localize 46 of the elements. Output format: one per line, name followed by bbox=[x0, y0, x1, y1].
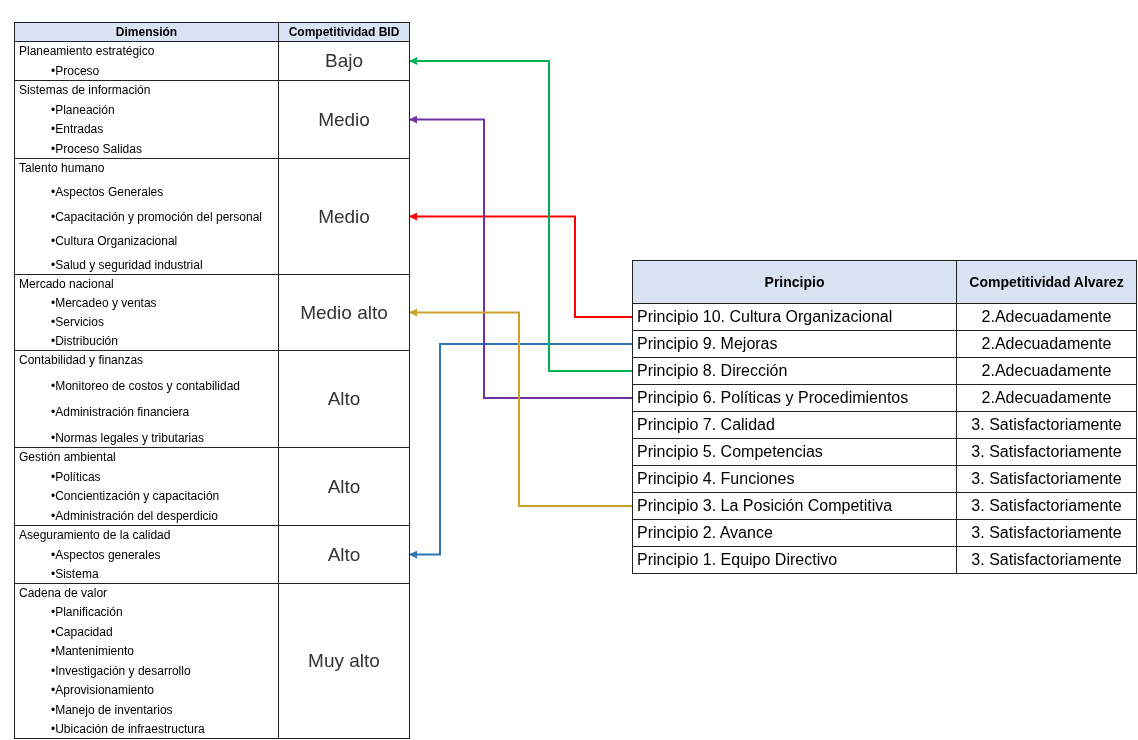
row-heading: Aseguramiento de la calidad bbox=[19, 527, 172, 544]
list-item: •Cultura Organizacional bbox=[50, 232, 179, 250]
arrow bbox=[409, 343, 633, 559]
list-item: •Proceso Salidas bbox=[50, 140, 143, 158]
list-item: •Capacitación y promoción del personal bbox=[50, 208, 263, 226]
list-item: •Sistema bbox=[50, 566, 100, 583]
list-item: •Aprovisionamiento bbox=[50, 682, 155, 700]
arrow bbox=[409, 115, 633, 399]
list-item: •Administración financiera bbox=[50, 404, 191, 421]
list-item: •Planeación bbox=[50, 101, 116, 119]
list-item: •Planificación bbox=[50, 604, 124, 622]
row-heading: Talento humano bbox=[19, 160, 106, 177]
list-item: •Normas legales y tributarias bbox=[50, 430, 205, 447]
list-item: •Servicios bbox=[50, 314, 105, 331]
list-item: •Distribución bbox=[50, 333, 119, 350]
column-header: Competitividad Alvarez bbox=[956, 260, 1137, 304]
list-item: •Aspectos generales bbox=[50, 546, 162, 564]
principle-label: Principio 1. Equipo Directivo bbox=[632, 546, 957, 574]
list-item: •Monitoreo de costos y contabilidad bbox=[50, 378, 241, 395]
list-item: •Administración del desperdicio bbox=[50, 507, 219, 525]
arrow bbox=[409, 57, 633, 372]
list-item: •Investigación y desarrollo bbox=[50, 662, 192, 680]
list-item: •Entradas bbox=[50, 121, 105, 139]
row-heading: Mercado nacional bbox=[19, 276, 115, 293]
row-heading: Contabilidad y finanzas bbox=[19, 352, 145, 369]
list-item: •Manejo de inventarios bbox=[50, 701, 174, 719]
row-heading: Sistemas de información bbox=[19, 82, 152, 99]
list-item: •Proceso bbox=[50, 63, 101, 80]
list-item: •Políticas bbox=[50, 468, 102, 486]
rating-value: 3. Satisfactoriamente bbox=[956, 546, 1137, 574]
arrow bbox=[409, 308, 633, 507]
row-heading: Cadena de valor bbox=[19, 585, 109, 602]
row-heading: Planeamiento estratégico bbox=[19, 43, 156, 60]
arrow bbox=[409, 212, 633, 318]
rating-value: Muy alto bbox=[278, 583, 410, 739]
column-header: Principio bbox=[632, 260, 957, 304]
list-item: •Mantenimiento bbox=[50, 643, 135, 661]
list-item: •Capacidad bbox=[50, 623, 114, 641]
row-heading: Gestión ambiental bbox=[19, 449, 117, 466]
list-item: •Ubicación de infraestructura bbox=[50, 720, 206, 738]
list-item: •Aspectos Generales bbox=[50, 184, 165, 202]
list-item: •Salud y seguridad industrial bbox=[50, 257, 204, 274]
list-item: •Mercadeo y ventas bbox=[50, 295, 158, 312]
column-header: Dimensión bbox=[14, 22, 279, 42]
column-header: Competitividad BID bbox=[278, 22, 410, 42]
list-item: •Concientización y capacitación bbox=[50, 488, 221, 506]
